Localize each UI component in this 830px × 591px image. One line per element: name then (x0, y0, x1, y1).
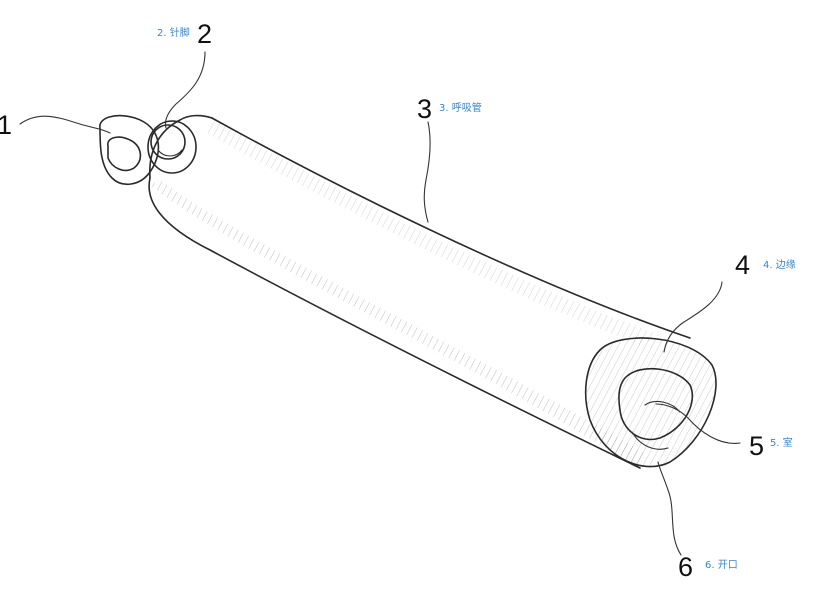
label-2-caption: 2. 针脚 (157, 26, 190, 39)
leader-lines (19, 51, 741, 556)
label-1: 1 (0, 110, 12, 140)
label-1-number: 1 (0, 110, 12, 140)
label-4: 4 4. 边缘 (735, 250, 796, 280)
loop-ring (99, 114, 160, 185)
label-4-number: 4 (735, 250, 750, 280)
label-2: 2. 针脚 2 (157, 19, 212, 49)
open-end (584, 337, 717, 468)
label-3-caption: 3. 呼吸管 (439, 101, 482, 114)
tube-body (148, 114, 691, 470)
label-5-number: 5 (749, 431, 764, 461)
label-4-caption: 4. 边缘 (763, 258, 796, 271)
label-3: 3 3. 呼吸管 (417, 94, 482, 124)
label-6-number: 6 (678, 552, 693, 582)
label-5: 5 5. 室 (749, 431, 793, 461)
label-6-caption: 6. 开口 (705, 560, 738, 571)
label-2-number: 2 (197, 19, 212, 49)
label-3-number: 3 (417, 94, 432, 124)
label-5-caption: 5. 室 (770, 436, 793, 449)
pin-stud (147, 120, 197, 174)
label-6: 6 6. 开口 (678, 552, 738, 582)
